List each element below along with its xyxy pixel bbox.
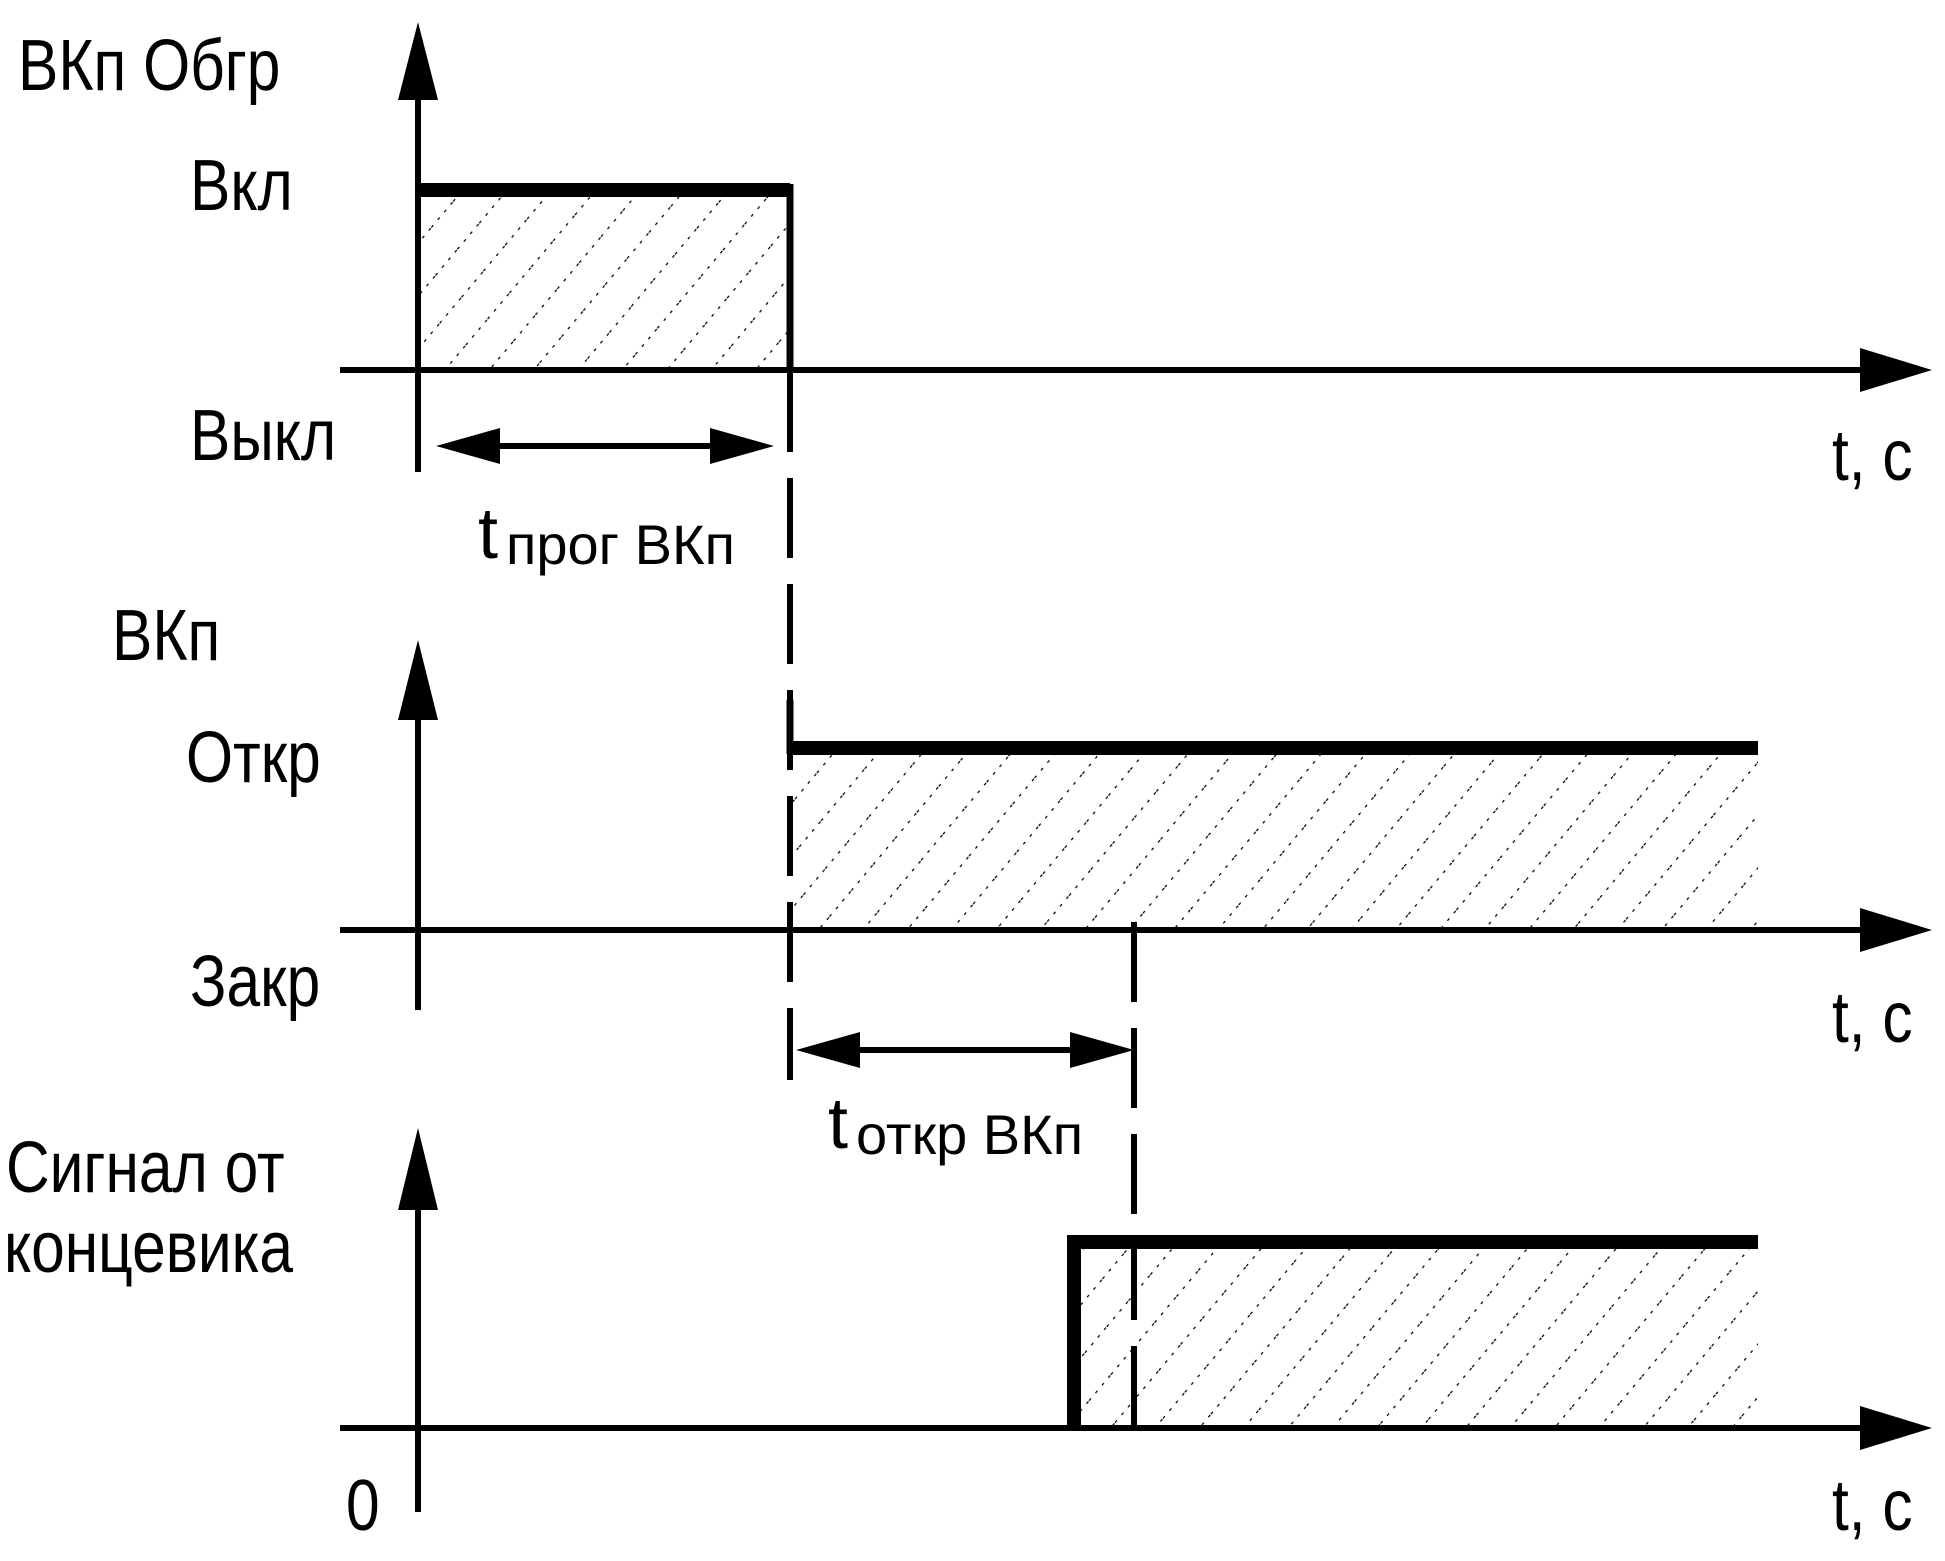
bottom-y-axis-arrow — [398, 1128, 438, 1210]
middle-time-axis-arrow — [1860, 908, 1932, 952]
top-high-label: Вкл — [190, 146, 293, 226]
heater-on-hatch — [418, 190, 790, 370]
bottom-time-axis-arrow — [1860, 1406, 1932, 1450]
top-axis-label: ВКп Обгр — [18, 26, 280, 106]
bottom-time-label: t, c — [1832, 1466, 1913, 1546]
middle-low-label: Закр — [190, 942, 320, 1022]
middle-y-axis-arrow — [398, 640, 438, 720]
open-arrow-left-icon — [796, 1032, 860, 1068]
interval-prog: t прог ВКп — [436, 428, 774, 576]
panel-limit-switch-signal: Сигнал от концевика 0 t, c — [4, 1128, 1932, 1546]
top-time-axis-arrow — [1860, 348, 1932, 392]
panel-heater-signal: ВКп Обгр Вкл Выкл t, c — [18, 22, 1932, 496]
top-low-label: Выкл — [190, 396, 336, 476]
prog-interval-label: t прог ВКп — [478, 494, 735, 576]
top-y-axis-arrow — [398, 22, 438, 100]
bottom-axis-label-line1: Сигнал от — [6, 1128, 285, 1208]
limit-switch-hatch — [1074, 1242, 1758, 1428]
top-time-label: t, c — [1832, 416, 1913, 496]
middle-time-label: t, c — [1832, 978, 1913, 1058]
middle-high-label: Откр — [186, 718, 321, 798]
open-arrow-right-icon — [1070, 1032, 1134, 1068]
bottom-axis-label-line2: концевика — [4, 1208, 293, 1288]
panel-valve-signal: ВКп Откр Закр t, c — [112, 596, 1932, 1058]
origin-label: 0 — [346, 1466, 380, 1546]
open-interval-label: t откр ВКп — [828, 1084, 1083, 1166]
interval-open: t откр ВКп — [796, 1032, 1134, 1166]
prog-arrow-left-icon — [436, 428, 500, 464]
middle-axis-label: ВКп — [112, 596, 220, 676]
limit-switch-signal — [1067, 1235, 1758, 1428]
valve-open-hatch — [790, 748, 1758, 930]
prog-arrow-right-icon — [710, 428, 774, 464]
